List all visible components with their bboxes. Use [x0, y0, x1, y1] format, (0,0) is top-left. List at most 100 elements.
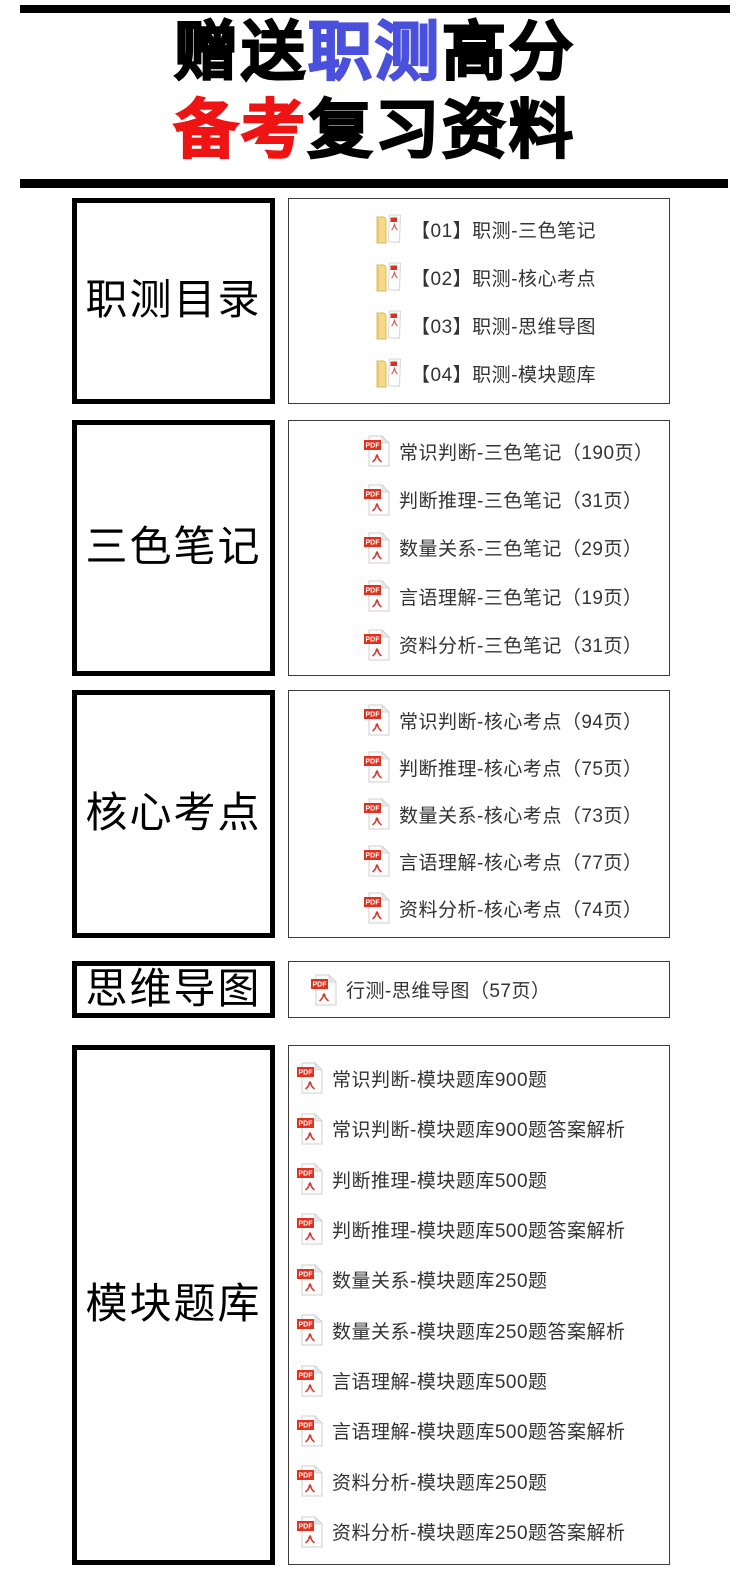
section-row: 模块题库 PDF 常识判断-模块题库900题 PDF 常识判断-模块题库900题… [72, 1045, 670, 1565]
file-item: PDF 数量关系-模块题库250题 [297, 1262, 669, 1298]
top-border-bar [20, 5, 730, 13]
section-label: 思维导图 [85, 966, 262, 1013]
section-label: 职测目录 [85, 278, 262, 324]
file-item-label: 常识判断-核心考点（94页） [399, 711, 643, 733]
svg-text:PDF: PDF [299, 1221, 314, 1228]
file-item: PDF 言语理解-三色笔记（19页） [364, 578, 669, 614]
pdf-file-icon: PDF [364, 580, 390, 612]
title-line-2: 备考复习资料 [0, 91, 750, 169]
pdf-file-icon: PDF [364, 751, 390, 783]
file-item-label: 【01】职测-三色笔记 [411, 220, 596, 242]
file-item-label: 常识判断-模块题库900题 [332, 1069, 548, 1091]
file-item-label: 数量关系-核心考点（73页） [399, 805, 643, 827]
pdf-file-icon: PDF [364, 483, 390, 516]
file-item-label: 行测-思维导图（57页） [346, 981, 551, 1002]
file-item: PDF 言语理解-模块题库500题 [297, 1363, 669, 1399]
pdf-file-icon: PDF [297, 1414, 323, 1447]
svg-text:PDF: PDF [299, 1120, 314, 1127]
file-item-label: 资料分析-三色笔记（31页） [399, 636, 643, 658]
svg-text:PDF: PDF [299, 1523, 314, 1530]
file-item: 【04】职测-模块题库 [374, 355, 669, 391]
section-row: 核心考点 PDF 常识判断-核心考点（94页） PDF 判断推理-核心考点（75… [72, 690, 670, 938]
svg-text:PDF: PDF [299, 1473, 314, 1480]
section-row: 三色笔记 PDF 常识判断-三色笔记（190页） PDF 判断推理-三色笔记（3… [72, 420, 670, 676]
title-segment: 复习资料 [307, 93, 576, 167]
svg-text:PDF: PDF [366, 759, 381, 766]
svg-text:PDF: PDF [366, 636, 381, 643]
pdf-file-icon: PDF [297, 1062, 323, 1094]
section-label: 模块题库 [85, 1282, 262, 1328]
svg-text:PDF: PDF [366, 588, 381, 595]
section-label-box: 职测目录 [72, 198, 275, 404]
svg-text:PDF: PDF [299, 1171, 314, 1178]
title-divider-bar [20, 179, 728, 188]
section-label-box: 三色笔记 [72, 420, 275, 676]
file-item: 【03】职测-思维导图 [374, 307, 669, 343]
section-panel: PDF 行测-思维导图（57页） [288, 961, 670, 1018]
file-item-label: 判断推理-三色笔记（31页） [399, 491, 643, 513]
section-label-box: 思维导图 [72, 961, 275, 1018]
svg-text:PDF: PDF [313, 981, 328, 988]
file-item: PDF 判断推理-三色笔记（31页） [364, 482, 669, 518]
file-item: PDF 数量关系-三色笔记（29页） [364, 530, 669, 566]
svg-text:PDF: PDF [366, 853, 381, 860]
file-item: PDF 常识判断-模块题库900题答案解析 [297, 1111, 669, 1147]
file-item: PDF 判断推理-模块题库500题答案解析 [297, 1211, 669, 1247]
svg-text:PDF: PDF [366, 443, 381, 450]
svg-text:PDF: PDF [366, 900, 381, 907]
section-row: 思维导图 PDF 行测-思维导图（57页） [72, 961, 670, 1018]
file-item-label: 资料分析-模块题库250题答案解析 [332, 1523, 626, 1545]
svg-text:PDF: PDF [299, 1070, 314, 1077]
file-item: PDF 判断推理-模块题库500题 [297, 1161, 669, 1197]
svg-text:PDF: PDF [366, 806, 381, 813]
sections-list: 职测目录 【01】职测-三色笔记 【02】职测-核心考点 【03】职测-思维导图 [72, 188, 670, 1565]
svg-text:PDF: PDF [299, 1322, 314, 1329]
pdf-file-icon: PDF [364, 435, 390, 467]
file-item: PDF 资料分析-模块题库250题 [297, 1463, 669, 1499]
file-item: PDF 常识判断-三色笔记（190页） [364, 433, 669, 469]
file-item: PDF 数量关系-核心考点（73页） [364, 796, 669, 832]
pdf-folder-icon [374, 357, 402, 389]
pdf-file-icon: PDF [364, 704, 390, 736]
pdf-file-icon: PDF [364, 845, 390, 877]
pdf-file-icon: PDF [364, 628, 390, 661]
pdf-file-icon: PDF [297, 1263, 323, 1296]
pdf-folder-icon [374, 213, 402, 245]
svg-text:PDF: PDF [299, 1271, 314, 1278]
title-line-1: 赠送职测高分 [0, 13, 750, 91]
section-label: 核心考点 [85, 791, 262, 837]
file-item: PDF 言语理解-模块题库500题答案解析 [297, 1413, 669, 1449]
title-segment: 高分 [441, 15, 576, 89]
pdf-file-icon: PDF [297, 1364, 323, 1397]
svg-text:PDF: PDF [299, 1372, 314, 1379]
file-item: PDF 资料分析-模块题库250题答案解析 [297, 1514, 669, 1550]
file-item: PDF 资料分析-三色笔记（31页） [364, 627, 669, 663]
pdf-file-icon: PDF [311, 973, 337, 1006]
title-segment: 备考 [173, 93, 308, 167]
file-item-label: 判断推理-模块题库500题 [332, 1170, 548, 1192]
section-label-box: 模块题库 [72, 1045, 275, 1565]
file-item-label: 数量关系-模块题库250题答案解析 [332, 1321, 626, 1343]
pdf-file-icon: PDF [297, 1112, 323, 1145]
section-panel: PDF 常识判断-核心考点（94页） PDF 判断推理-核心考点（75页） PD… [288, 690, 670, 938]
pdf-file-icon: PDF [364, 798, 390, 830]
page-title: 赠送职测高分 备考复习资料 [0, 13, 750, 169]
svg-text:PDF: PDF [366, 712, 381, 719]
file-item-label: 常识判断-三色笔记（190页） [399, 442, 654, 464]
file-item-label: 数量关系-三色笔记（29页） [399, 539, 643, 561]
file-item: PDF 判断推理-核心考点（75页） [364, 749, 669, 785]
file-item: PDF 行测-思维导图（57页） [311, 972, 669, 1008]
file-item: PDF 言语理解-核心考点（77页） [364, 843, 669, 879]
file-item-label: 常识判断-模块题库900题答案解析 [332, 1120, 626, 1142]
section-panel: PDF 常识判断-三色笔记（190页） PDF 判断推理-三色笔记（31页） P… [288, 420, 670, 676]
file-item: 【01】职测-三色笔记 [374, 211, 669, 247]
file-item: PDF 资料分析-核心考点（74页） [364, 890, 669, 926]
file-item-label: 判断推理-核心考点（75页） [399, 758, 643, 780]
svg-text:PDF: PDF [366, 540, 381, 547]
title-segment: 职测 [307, 15, 442, 89]
pdf-file-icon: PDF [364, 532, 390, 564]
file-item: PDF 常识判断-模块题库900题 [297, 1060, 669, 1096]
pdf-file-icon: PDF [297, 1515, 323, 1548]
file-item: PDF 数量关系-模块题库250题答案解析 [297, 1312, 669, 1348]
section-label-box: 核心考点 [72, 690, 275, 938]
